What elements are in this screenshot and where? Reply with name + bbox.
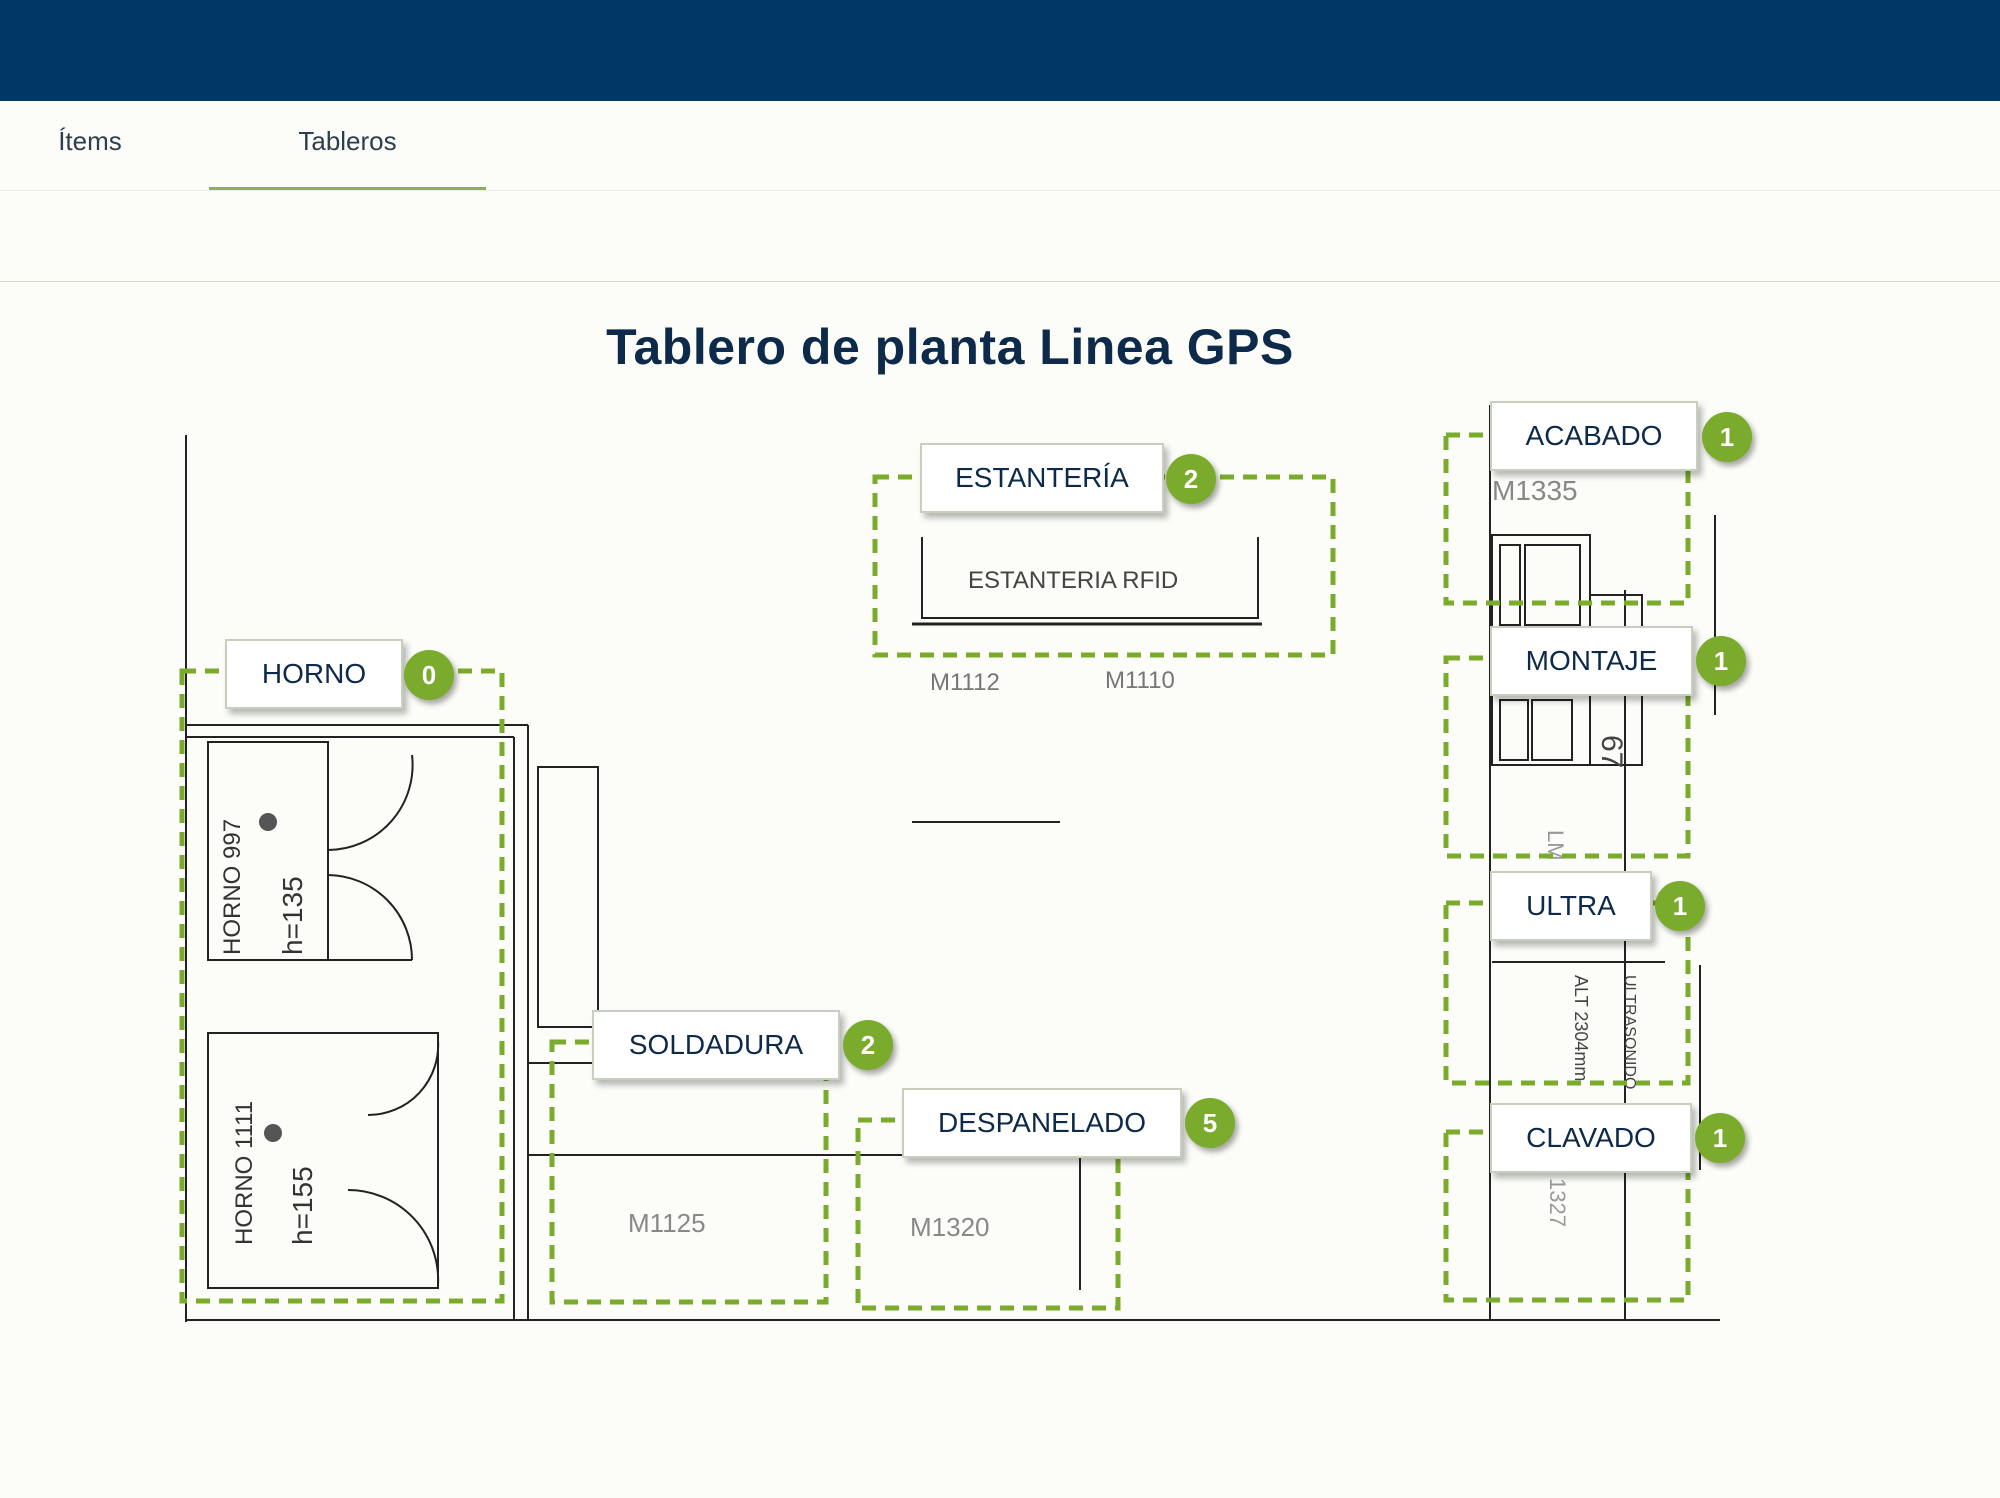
page-title: Tablero de planta Linea GPS [606, 319, 1294, 375]
zone-label-ultra[interactable]: ULTRA [1490, 871, 1652, 941]
label-67: 67 [1595, 735, 1628, 768]
label-m1320: M1320 [910, 1212, 990, 1242]
zone-label-horno[interactable]: HORNO [225, 639, 403, 709]
zone-label-acabado[interactable]: ACABADO [1490, 401, 1698, 471]
zone-count-badge-clavado[interactable]: 1 [1695, 1113, 1745, 1163]
zone-label-clavado[interactable]: CLAVADO [1490, 1103, 1692, 1173]
zone-area-estanteria [872, 474, 1336, 658]
zone-label-despanelado[interactable]: DESPANELADO [902, 1088, 1182, 1158]
app-header-bar [0, 0, 2000, 101]
tab-items[interactable]: Ítems [58, 126, 122, 156]
tab-bar: Ítems Tableros [0, 101, 2000, 191]
label-m1110: M1110 [1105, 667, 1175, 694]
zone-area-soldadura [549, 1039, 829, 1305]
label-m1125: M1125 [628, 1208, 706, 1238]
label-1327: 1327 [1545, 1178, 1570, 1227]
label-alt: ALT 2304mm [1571, 975, 1591, 1081]
zone-area-despanelado [855, 1117, 1121, 1311]
label-m1112: M1112 [930, 669, 1000, 696]
zone-area-horno [179, 668, 505, 1304]
zone-label-estanteria[interactable]: ESTANTERÍA [920, 443, 1164, 513]
zone-count-badge-estanteria[interactable]: 2 [1166, 454, 1216, 504]
zone-count-badge-ultra[interactable]: 1 [1655, 881, 1705, 931]
zone-label-soldadura[interactable]: SOLDADURA [592, 1010, 840, 1080]
zone-count-badge-horno[interactable]: 0 [404, 650, 454, 700]
label-h-155: h=155 [287, 1166, 318, 1245]
label-m1335: M1335 [1492, 475, 1578, 506]
zone-label-montaje[interactable]: MONTAJE [1490, 626, 1693, 696]
label-ultrasonido: ULTRASONIDO [1621, 975, 1638, 1089]
zone-count-badge-acabado[interactable]: 1 [1702, 412, 1752, 462]
tab-tableros[interactable]: Tableros [209, 101, 486, 190]
zone-count-badge-soldadura[interactable]: 2 [843, 1020, 893, 1070]
label-h-135: h=135 [277, 876, 308, 955]
zone-count-badge-despanelado[interactable]: 5 [1185, 1098, 1235, 1148]
label-estanteria-rfid: ESTANTERIA RFID [968, 567, 1178, 594]
label-horno-997: HORNO 997 [219, 819, 246, 955]
label-horno-1111: HORNO 1111 [231, 1101, 258, 1245]
section-divider [0, 281, 2000, 282]
zone-count-badge-montaje[interactable]: 1 [1696, 636, 1746, 686]
